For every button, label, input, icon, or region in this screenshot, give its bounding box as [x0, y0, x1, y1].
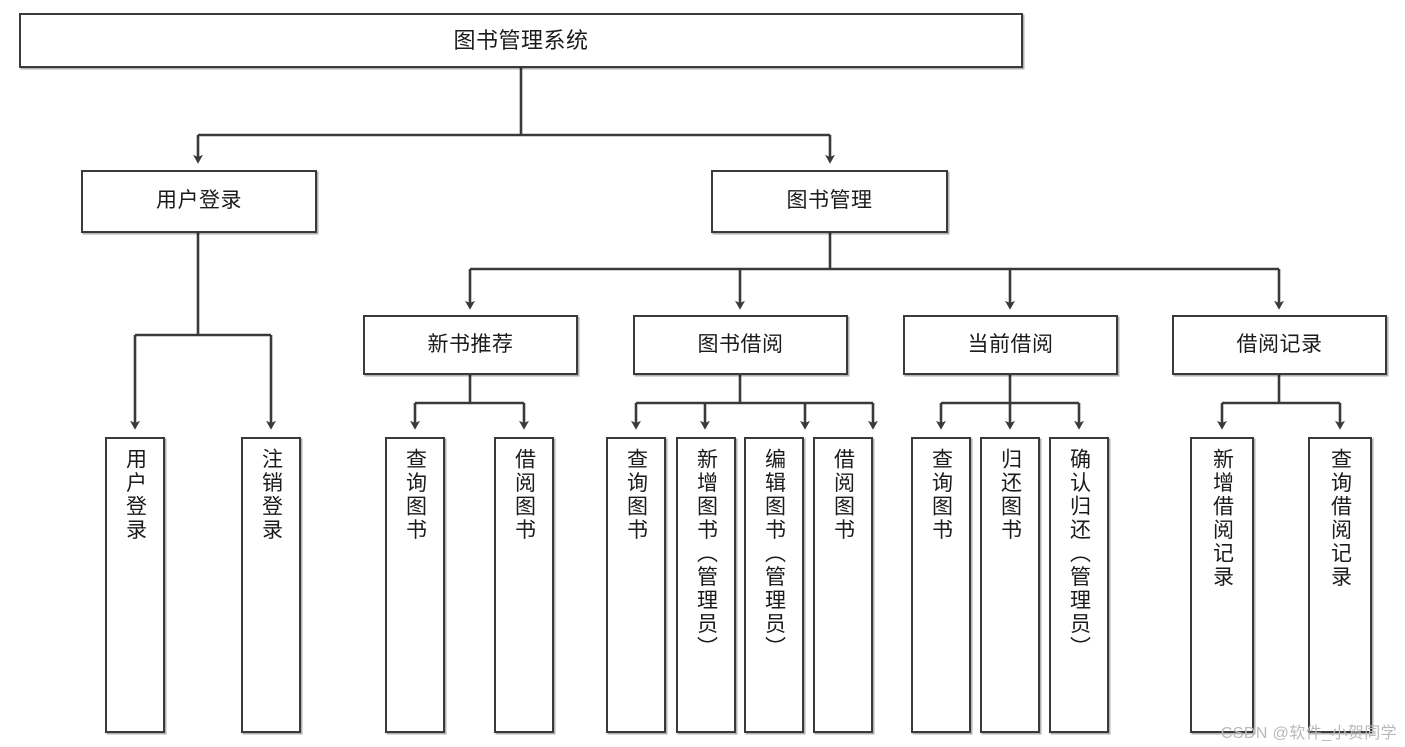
leaf-query-book-current[interactable]: 查询图书 — [911, 437, 971, 733]
leaf-confirm-return-admin[interactable]: 确认归还（管理员） — [1049, 437, 1109, 733]
node-new-book-recommend[interactable]: 新书推荐 — [363, 315, 578, 375]
leaf-user-login[interactable]: 用户登录 — [105, 437, 165, 733]
node-label: 用户登录 — [123, 448, 147, 542]
node-label: 编辑图书（管理员） — [762, 448, 786, 660]
node-label: 新书推荐 — [427, 332, 514, 356]
node-label: 图书借阅 — [697, 332, 784, 356]
node-root-system[interactable]: 图书管理系统 — [19, 13, 1023, 68]
node-label: 图书管理 — [786, 189, 873, 213]
watermark: CSDN @软件_小贺同学 — [1220, 725, 1397, 742]
leaf-add-borrow-record[interactable]: 新增借阅记录 — [1190, 437, 1254, 733]
leaf-query-book-recommend[interactable]: 查询图书 — [385, 437, 445, 733]
leaf-borrow-book[interactable]: 借阅图书 — [813, 437, 873, 733]
node-label: 查询借阅记录 — [1328, 448, 1352, 589]
leaf-add-book-admin[interactable]: 新增图书（管理员） — [676, 437, 736, 733]
node-borrow-record[interactable]: 借阅记录 — [1172, 315, 1387, 375]
node-label: 注销登录 — [259, 448, 283, 542]
node-label: 当前借阅 — [967, 332, 1054, 356]
node-current-borrow[interactable]: 当前借阅 — [903, 315, 1118, 375]
node-user-login[interactable]: 用户登录 — [81, 170, 317, 233]
node-label: 图书管理系统 — [453, 27, 589, 53]
leaf-return-book[interactable]: 归还图书 — [980, 437, 1040, 733]
node-label: 归还图书 — [998, 448, 1022, 542]
node-label: 新增图书（管理员） — [694, 448, 718, 660]
leaf-edit-book-admin[interactable]: 编辑图书（管理员） — [744, 437, 804, 733]
node-book-borrow[interactable]: 图书借阅 — [633, 315, 848, 375]
leaf-logout[interactable]: 注销登录 — [241, 437, 301, 733]
leaf-query-borrow-record[interactable]: 查询借阅记录 — [1308, 437, 1372, 733]
node-label: 查询图书 — [929, 448, 953, 542]
node-label: 查询图书 — [403, 448, 427, 542]
node-label: 借阅图书 — [512, 448, 536, 542]
node-book-management[interactable]: 图书管理 — [711, 170, 948, 233]
node-label: 新增借阅记录 — [1210, 448, 1234, 589]
node-label: 查询图书 — [624, 448, 648, 542]
leaf-query-book-borrow[interactable]: 查询图书 — [606, 437, 666, 733]
leaf-borrow-book-recommend[interactable]: 借阅图书 — [494, 437, 554, 733]
node-label: 借阅记录 — [1236, 332, 1323, 356]
node-label: 用户登录 — [156, 189, 242, 213]
node-label: 借阅图书 — [831, 448, 855, 542]
node-label: 确认归还（管理员） — [1067, 448, 1091, 660]
